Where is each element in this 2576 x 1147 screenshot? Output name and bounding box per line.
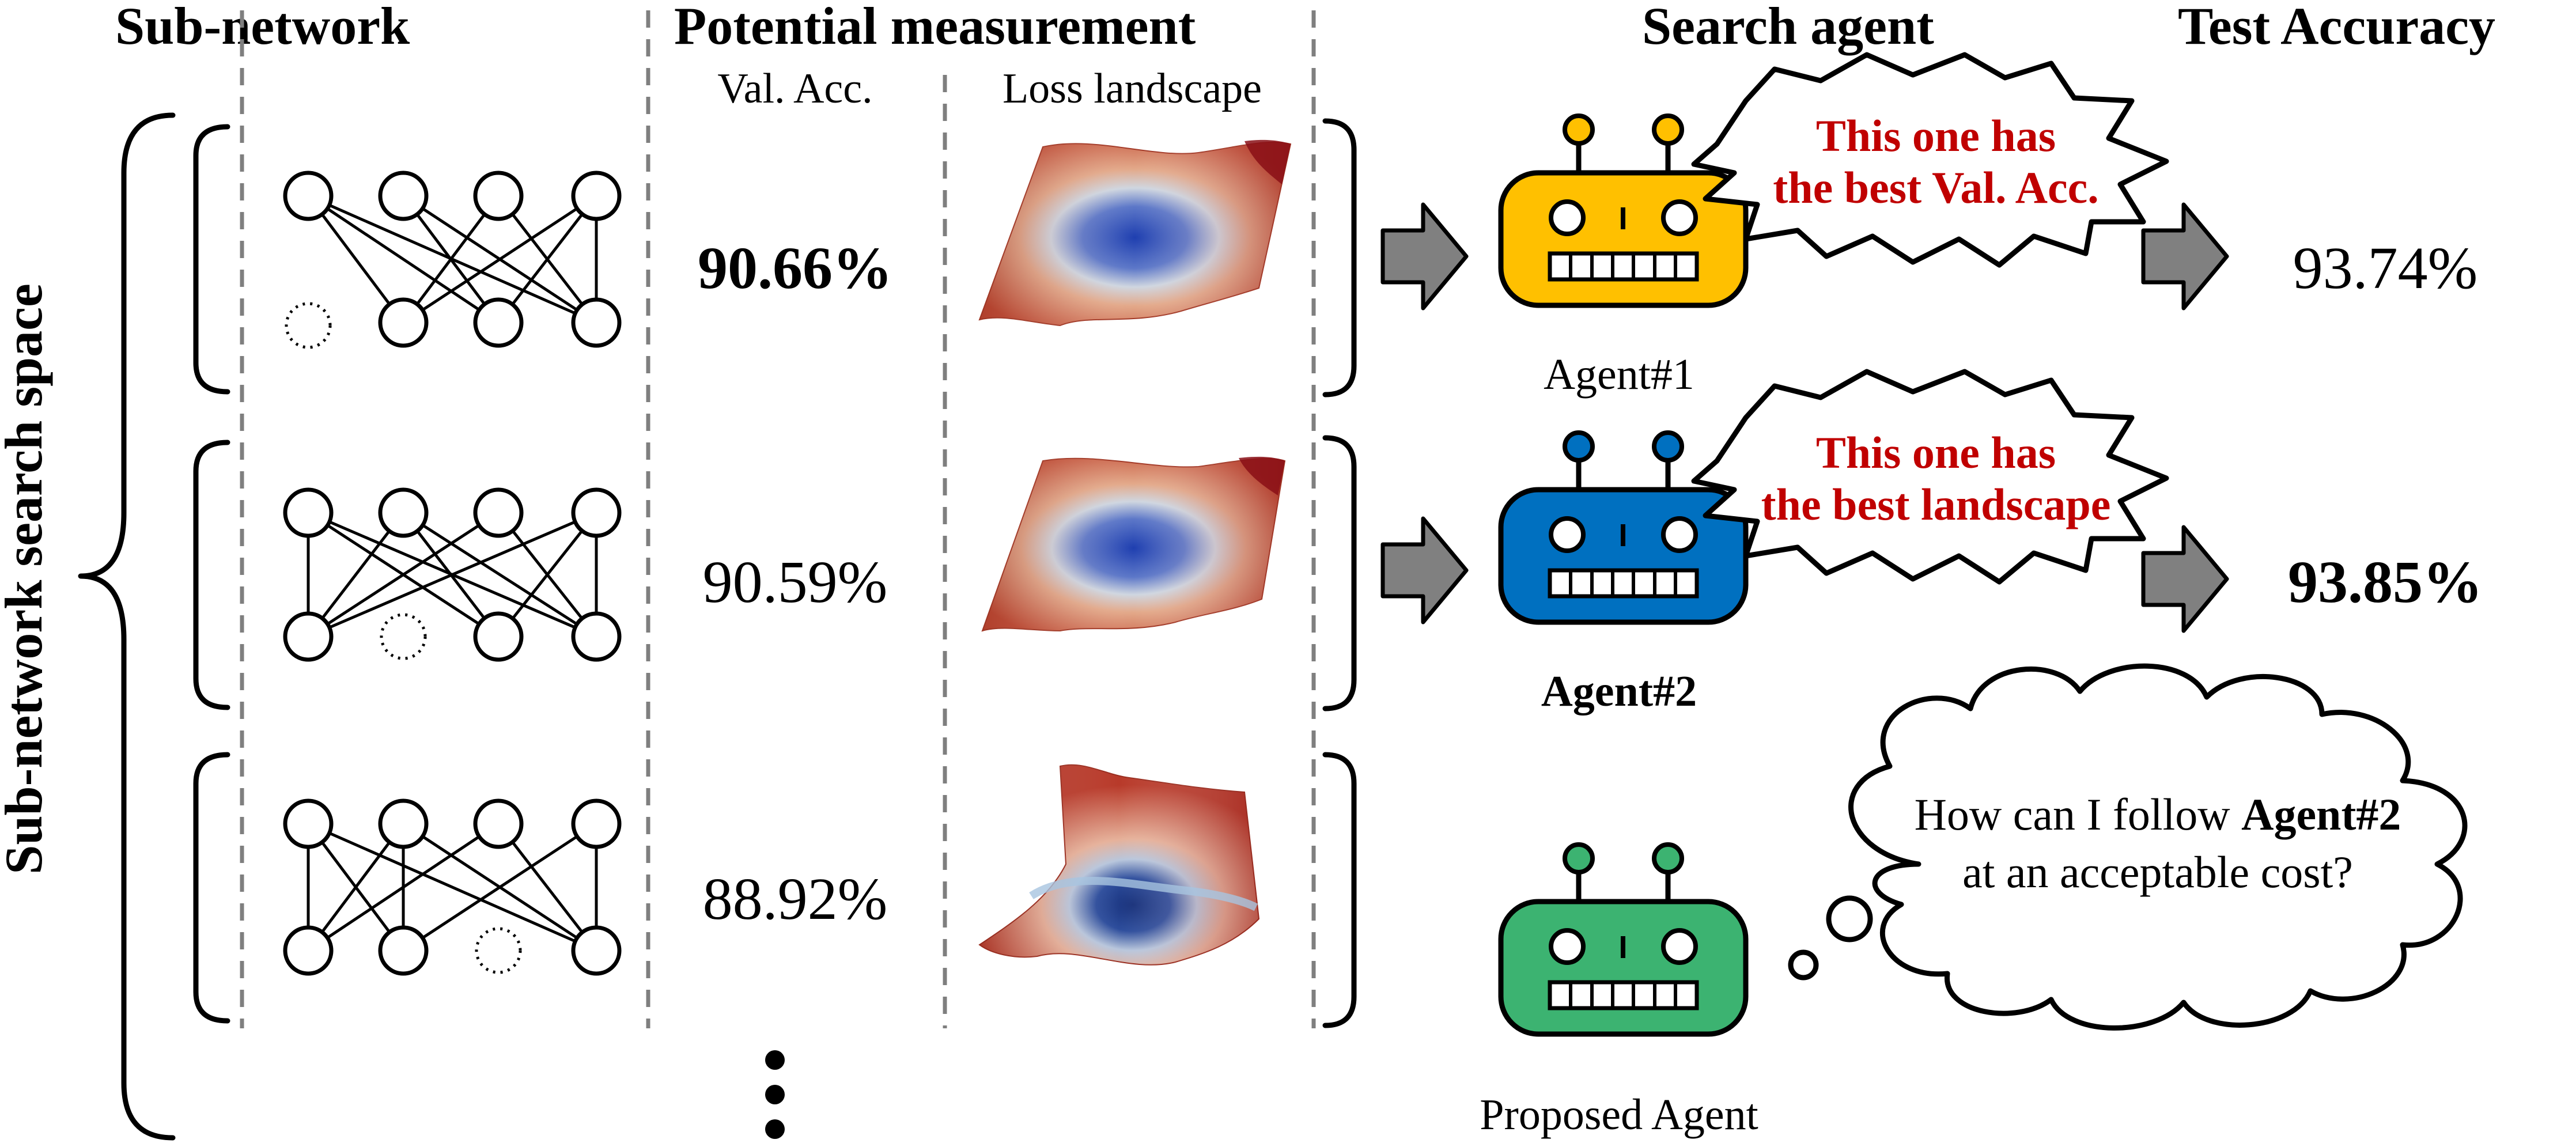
node — [378, 171, 429, 221]
row2-right-bracket — [1322, 435, 1357, 711]
arrow-to-agent-2 — [1380, 516, 1469, 624]
node — [571, 925, 622, 976]
node — [571, 297, 622, 348]
subheader-val-acc: Val. Acc. — [717, 65, 872, 112]
node — [378, 297, 429, 348]
more-rows-ellipsis — [765, 1050, 785, 1139]
header-search-agent: Search agent — [1642, 0, 1934, 55]
row1-left-bracket — [193, 124, 230, 395]
node — [473, 487, 524, 538]
node — [283, 798, 334, 849]
agent-1-speech-line-1: This one has — [1816, 111, 2056, 161]
node — [378, 487, 429, 538]
agent-1-robot-icon — [1498, 113, 1749, 308]
row1-test-acc: 93.74% — [2293, 235, 2478, 301]
row3-right-bracket — [1322, 752, 1357, 1028]
agent-2-speech-line-1: This one has — [1816, 427, 2056, 478]
arrow-to-agent-1 — [1380, 202, 1469, 311]
search-space-brace — [78, 112, 176, 1141]
node — [571, 798, 622, 849]
node — [378, 798, 429, 849]
subnetwork-1 — [283, 171, 622, 349]
thought-line-1-bold: Agent#2 — [2241, 789, 2401, 839]
agent-2-robot-icon — [1498, 430, 1749, 625]
row2-test-acc: 93.85% — [2288, 549, 2483, 615]
agent-2-speech-bubble — [1691, 369, 2169, 585]
node — [473, 297, 524, 348]
agent-2-label: Agent#2 — [1541, 667, 1697, 716]
node — [283, 611, 334, 662]
header-potential-measurement: Potential measurement — [674, 0, 1196, 55]
agent-1-speech-bubble — [1691, 52, 2169, 268]
agent-2-speech-line-2: the best landscape — [1761, 479, 2111, 529]
row1-right-bracket — [1322, 118, 1357, 398]
row3-left-bracket — [193, 752, 230, 1024]
dropped-node — [380, 613, 427, 660]
node — [473, 171, 524, 221]
header-subnetwork: Sub-network — [115, 0, 410, 55]
loss-landscape-2 — [981, 456, 1286, 632]
node — [571, 611, 622, 662]
header-test-accuracy: Test Accuracy — [2178, 0, 2495, 55]
subheader-loss-landscape: Loss landscape — [1003, 65, 1262, 112]
node — [378, 925, 429, 976]
side-label: Sub-network search space — [0, 283, 53, 875]
arrow-to-test-acc-1 — [2141, 202, 2229, 311]
proposed-agent-robot-icon — [1498, 842, 1749, 1037]
node — [283, 925, 334, 976]
node — [473, 611, 524, 662]
row2-left-bracket — [193, 440, 230, 710]
row1-val-acc: 90.66% — [698, 235, 892, 301]
proposed-agent-label: Proposed Agent — [1480, 1091, 1758, 1139]
thought-cloud: How can I follow Agent#2 at an acceptabl… — [1788, 663, 2468, 1031]
node — [283, 171, 334, 221]
agent-1-speech-line-2: the best Val. Acc. — [1773, 162, 2099, 213]
thought-line-2: at an acceptable cost? — [1962, 847, 2353, 897]
subnetwork-3 — [283, 798, 622, 976]
loss-landscape-3 — [978, 764, 1260, 966]
dropped-node — [475, 927, 522, 974]
arrow-to-test-acc-2 — [2141, 525, 2229, 633]
thought-line-1: How can I follow Agent#2 — [1915, 789, 2401, 839]
node — [571, 487, 622, 538]
node — [473, 798, 524, 849]
subnetwork-2 — [283, 487, 622, 662]
row2-val-acc: 90.59% — [703, 549, 888, 615]
dropped-node — [285, 302, 332, 349]
row3-val-acc: 88.92% — [703, 866, 888, 932]
agent-1-label: Agent#1 — [1544, 350, 1694, 399]
thought-line-1-prefix: How can I follow — [1915, 789, 2242, 839]
node — [283, 487, 334, 538]
loss-landscape-1 — [978, 139, 1292, 327]
node — [571, 171, 622, 221]
